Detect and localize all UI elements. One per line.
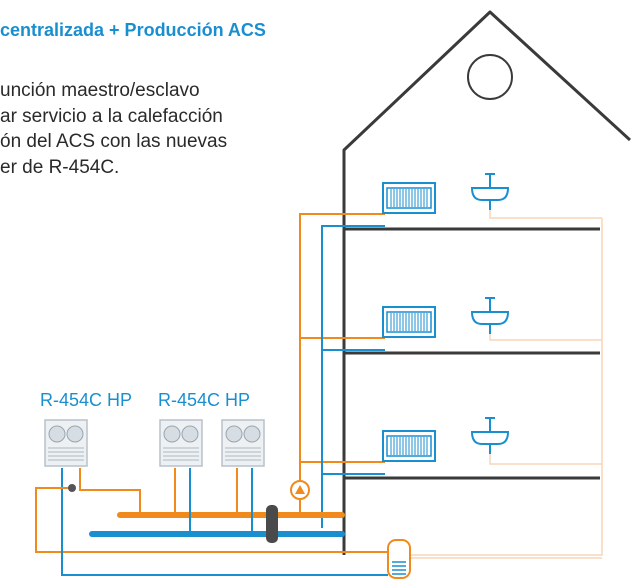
- unit-label-right: R-454C HP: [158, 390, 251, 410]
- house-roof-and-walls: [342, 10, 632, 555]
- heat-pump-icon: [44, 419, 88, 467]
- description-line: ón del ACS con las nuevas: [0, 131, 228, 152]
- unit-label-left: R-454C HP: [40, 390, 133, 410]
- sink-icon: [471, 417, 509, 455]
- description-line: er de R-454C.: [0, 156, 120, 178]
- cold-riser: [321, 225, 385, 528]
- description-line: ar servicio a la calefacción: [0, 105, 223, 127]
- valve-icon: [68, 484, 76, 492]
- heat-pump-icon: [159, 419, 203, 467]
- dhw-tank-icon: [387, 539, 411, 579]
- description-line: unción maestro/esclavo: [0, 80, 200, 101]
- dhw-distribution: [410, 202, 603, 559]
- hot-riser: [299, 213, 385, 512]
- heat-pump-icon: [221, 419, 265, 467]
- roof-window: [467, 54, 513, 100]
- separator-icon: [266, 505, 278, 543]
- sink-icon: [471, 297, 509, 335]
- circulation-pump-icon: [290, 480, 310, 500]
- unit-connections: [35, 468, 388, 576]
- radiator-icon: [382, 306, 436, 338]
- description: unción maestro/esclavo ar servicio a la …: [0, 78, 227, 180]
- radiator-icon: [382, 430, 436, 462]
- page-title: centralizada + Producción ACS: [0, 20, 266, 40]
- radiator-icon: [382, 182, 436, 214]
- sink-icon: [471, 173, 509, 211]
